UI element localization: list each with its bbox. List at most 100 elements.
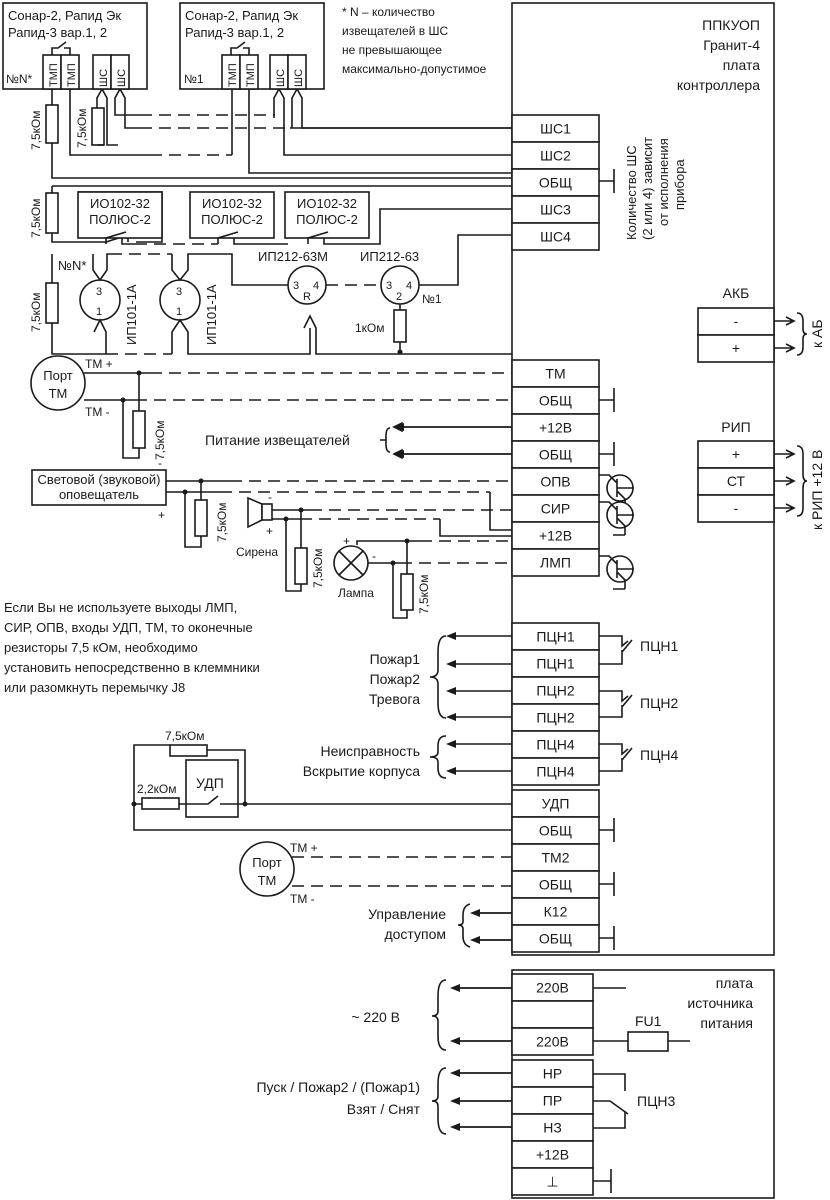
power-supply-detectors: Питание извещателей (205, 421, 512, 460)
port-tm2: Порт ТМ ТМ + ТМ - (239, 841, 512, 906)
psu-relay-terminal-label: +12В (536, 1147, 569, 1163)
lamp: + - Лампа 7,5кОм (333, 534, 512, 619)
svg-text:7,5кОм: 7,5кОм (215, 502, 229, 542)
svg-text:ИП101-1А: ИП101-1А (124, 284, 139, 345)
svg-text:Световой (звуковой): Световой (звуковой) (38, 472, 161, 487)
svg-text:к АБ: к АБ (809, 319, 825, 348)
arrow-left-icon (450, 984, 460, 992)
psu-title: плата источника питания (687, 975, 753, 1031)
svg-text:ТМ -: ТМ - (85, 405, 110, 419)
relay-terminal-label: ПЦН2 (536, 710, 575, 726)
svg-text:Пуск / Пожар2 / (Пожар1): Пуск / Пожар2 / (Пожар1) (256, 1079, 420, 1095)
svg-text:ТМП: ТМП (245, 63, 257, 87)
svg-text:Количество ШС: Количество ШС (624, 145, 639, 240)
svg-text:* N – количество: * N – количество (342, 5, 435, 19)
svg-text:Взят / Снят: Взят / Снят (347, 1101, 421, 1117)
svg-text:-: - (268, 490, 272, 504)
notifier: Световой (звуковой) оповещатель - + 7,5к… (31, 456, 512, 548)
ground-icon (599, 388, 615, 412)
svg-text:ПЦН2: ПЦН2 (640, 695, 679, 711)
svg-text:или разомкнуть перемычку J8: или разомкнуть перемычку J8 (4, 680, 185, 695)
svg-text:7,5кОм: 7,5кОм (29, 198, 43, 238)
psu-mains-terminal (511, 1027, 594, 1056)
svg-text:ПЦН3: ПЦН3 (637, 1093, 676, 1109)
svg-text:Пожар1: Пожар1 (370, 651, 421, 667)
svg-text:ТМП: ТМП (48, 63, 60, 87)
bottom-terminal-label: ОБЩ (539, 877, 572, 893)
siren: - + Сирена 7,5кОм (236, 490, 512, 592)
io-terminal (511, 494, 600, 523)
sensor-n: Сонар-2, Рапид Эк Рапид-3 вар.1, 2 №N* Т… (2, 2, 148, 90)
relay-terminal (511, 649, 600, 678)
ground-icon (599, 818, 615, 842)
transistor-icons (599, 474, 634, 590)
svg-text:R: R (303, 291, 311, 303)
psu-mains-terminal-label: 220В (536, 1034, 569, 1050)
arrow-left-icon (450, 1123, 460, 1131)
relay-terminal-label: ПЦН1 (536, 656, 575, 672)
io-terminal-label: ОБЩ (539, 447, 572, 463)
svg-text:ИП212-63М: ИП212-63М (258, 249, 328, 264)
svg-text:1кОм: 1кОм (355, 321, 385, 335)
svg-text:ИО102-32: ИО102-32 (90, 196, 150, 211)
relay-terminal-label: ПЦН1 (536, 629, 575, 645)
svg-text:АКБ: АКБ (723, 285, 750, 301)
svg-text:ШС: ШС (293, 69, 305, 87)
svg-text:Пожар2: Пожар2 (370, 671, 421, 687)
svg-text:плата: плата (723, 57, 760, 73)
svg-text:извещателей в ШС: извещателей в ШС (342, 24, 448, 38)
psu-relay-terminal-label: ПР (543, 1093, 562, 1109)
svg-text:прибора: прибора (672, 159, 687, 210)
svg-text:Сонар-2, Рапид Эк: Сонар-2, Рапид Эк (8, 8, 121, 23)
svg-text:ИО102-32: ИО102-32 (202, 196, 262, 211)
sensor-1: Сонар-2, Рапид Эк Рапид-3 вар.1, 2 №1 ТМ… (179, 2, 325, 90)
svg-text:Порт: Порт (252, 855, 282, 870)
zone-terminal-label: ШС4 (540, 229, 571, 245)
svg-text:ИП101-1А: ИП101-1А (204, 284, 219, 345)
svg-text:Гранит-4: Гранит-4 (703, 37, 760, 53)
psu-mains-terminal-label: 220В (536, 980, 569, 996)
svg-text:к РИП +12 В: к РИП +12 В (809, 450, 825, 530)
ground-icon (599, 169, 615, 193)
svg-text:7,5кОм: 7,5кОм (75, 108, 89, 148)
svg-text:7,5кОм: 7,5кОм (153, 420, 167, 460)
svg-text:оповещатель: оповещатель (59, 487, 139, 502)
svg-text:Питание извещателей: Питание извещателей (205, 432, 350, 448)
svg-text:СТ: СТ (727, 473, 746, 489)
psu-mains-terminal (511, 973, 594, 1002)
io-terminal (511, 548, 600, 577)
psu-relay-terminal (511, 1167, 594, 1196)
udp-circuit: 7,5кОм УДП 2,2кОм (131, 729, 512, 831)
arrow-left-icon (446, 767, 456, 775)
arrow-left-icon (470, 936, 480, 944)
arrow-left-icon (394, 423, 404, 431)
bottom-terminal-label: К12 (544, 904, 568, 920)
arrow-left-icon (446, 632, 456, 640)
svg-text:ПОЛЮС-2: ПОЛЮС-2 (296, 212, 358, 227)
svg-text:2,2кОм: 2,2кОм (137, 782, 177, 796)
svg-text:ПЦН1: ПЦН1 (640, 638, 679, 654)
access-control: Управление доступом (368, 903, 512, 948)
psu-relay-terminal-label: НР (543, 1066, 562, 1082)
psu-mains-terminal (511, 1000, 594, 1029)
svg-text:от исполнения: от исполнения (656, 138, 671, 226)
relay-terminal (511, 622, 600, 651)
svg-text:ТМ +: ТМ + (85, 357, 113, 371)
io-terminal (511, 521, 600, 550)
svg-text:~ 220 В: ~ 220 В (351, 1009, 400, 1025)
io-terminal (511, 386, 600, 415)
bottom-terminal (511, 897, 600, 926)
svg-text:резисторы 7,5 кОм, необходимо: резисторы 7,5 кОм, необходимо (4, 640, 198, 655)
svg-text:Неисправность: Неисправность (320, 743, 420, 759)
io-terminal-label: ЛМП (540, 555, 571, 571)
io-terminal-label: ТМ (545, 366, 565, 382)
svg-text:1: 1 (96, 306, 102, 318)
arrow-left-icon (394, 450, 404, 458)
svg-text:плата: плата (716, 975, 753, 991)
relay-terminal (511, 730, 600, 759)
svg-text:контроллера: контроллера (677, 77, 760, 93)
svg-text:установить непосредственно в: установить непосредственно в клеммники (4, 660, 260, 675)
svg-text:№N*: №N* (6, 72, 33, 86)
svg-text:-: - (158, 456, 162, 470)
